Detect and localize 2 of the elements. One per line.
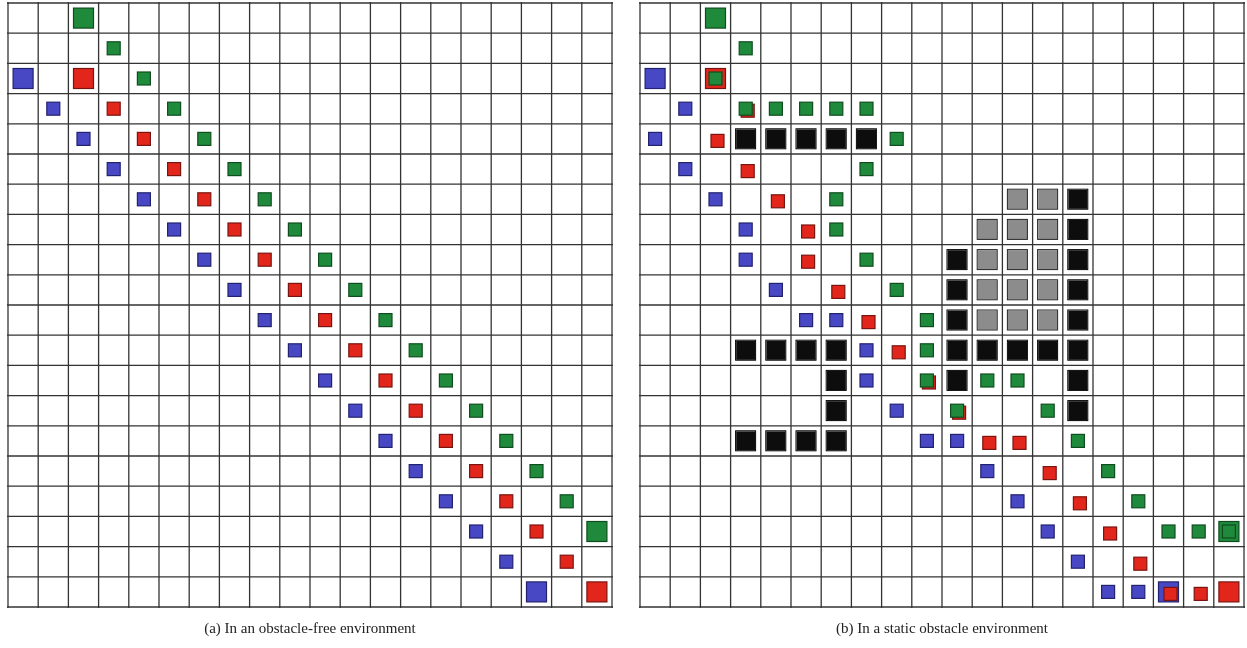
panel-caption: (a) In an obstacle-free environment [203, 620, 417, 637]
panel-caption: (b) In a static obstacle environment [835, 620, 1049, 637]
